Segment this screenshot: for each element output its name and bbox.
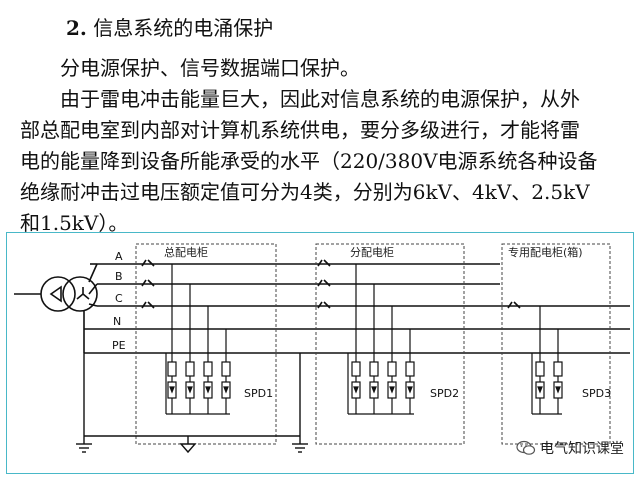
subtitle: 分电源保护、信号数据端口保护。: [60, 56, 360, 80]
line-labels: A B C N PE: [112, 250, 126, 352]
line-label-n: N: [113, 315, 121, 328]
watermark-text: 电气知识课堂: [540, 441, 624, 457]
section-heading: 2. 信息系统的电涌保护: [66, 12, 273, 41]
cabinet-box-2: [315, 243, 465, 445]
paragraph-line: 由于雷电冲击能量巨大，因此对信息系统的电源保护，从外: [60, 87, 580, 111]
cabinet-box-3: [501, 243, 611, 445]
cabinet-box-1: [135, 243, 277, 445]
paragraph-line: 绝缘耐冲击过电压额定值可分为4类，分别为6kV、4kV、2.5kV: [20, 180, 590, 204]
spd-wiring-diagram: A B C N PE 总配电柜 分配电柜 专用配电柜(箱) SPD1 SPD2 …: [14, 243, 630, 454]
paragraph-line: 部总配电室到内部对计算机系统供电，要分多级进行，才能将雷: [20, 118, 580, 142]
watermark: 电气知识课堂: [516, 438, 624, 458]
spd-group-1: [165, 264, 231, 415]
line-label-b: B: [115, 270, 123, 283]
paragraph-line: 和1.5kV）。: [20, 211, 129, 235]
line-label-a: A: [115, 250, 123, 263]
transformer-symbol: [14, 276, 98, 312]
spd-label-1: SPD1: [244, 387, 273, 400]
line-label-pe: PE: [112, 339, 126, 352]
cabinet-title-3: 专用配电柜(箱): [508, 245, 583, 259]
ground-symbols: [76, 353, 308, 454]
spd-label-2: SPD2: [430, 387, 459, 400]
body-paragraph: 由于雷电冲击能量巨大，因此对信息系统的电源保护，从外 部总配电室到内部对计算机系…: [20, 84, 626, 239]
cabinet-title-1: 总配电柜: [164, 245, 208, 259]
paragraph-line: 电的能量降到设备所能承受的水平（220/380V电源系统各种设备: [20, 149, 598, 173]
diagram-frame: [6, 232, 634, 474]
spd-label-3: SPD3: [582, 387, 611, 400]
section-title: 信息系统的电涌保护: [93, 16, 274, 40]
wechat-icon: [516, 440, 536, 455]
spd-group-2: [347, 264, 415, 415]
cabinet-title-2: 分配电柜: [350, 246, 394, 259]
line-label-c: C: [115, 292, 123, 305]
spd-group-3: [531, 306, 563, 415]
section-number: 2.: [66, 16, 87, 40]
